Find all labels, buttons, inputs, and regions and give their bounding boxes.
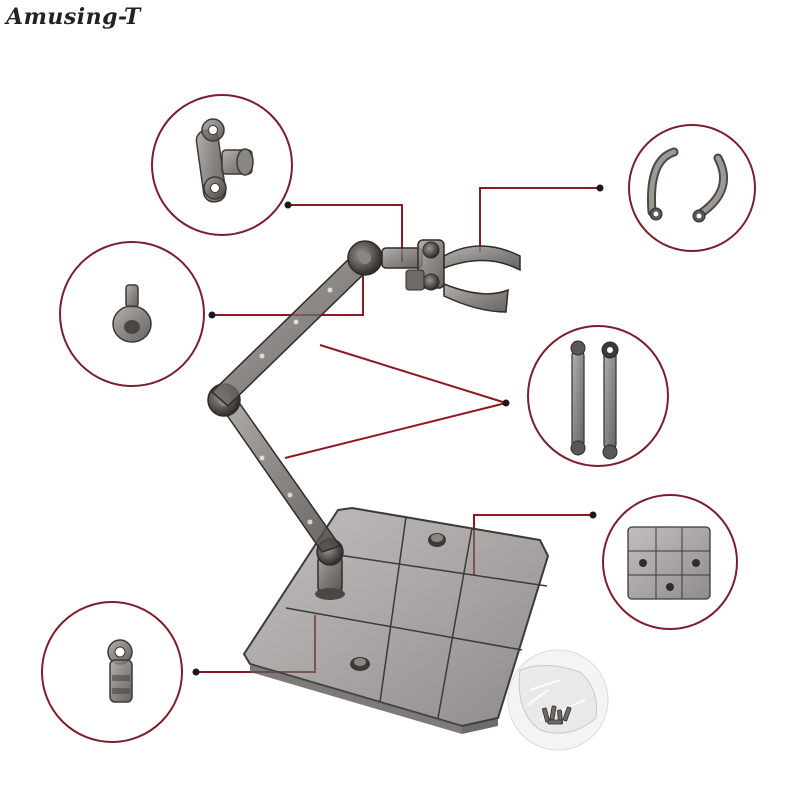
clamp-arms-part — [646, 147, 729, 223]
ball-peg-part — [112, 284, 152, 343]
brand-watermark: Amusing-T — [6, 4, 141, 30]
callout-dot — [208, 311, 216, 319]
callout-arm-rods — [527, 325, 669, 467]
arm-rods-part — [570, 340, 619, 460]
callout-dot — [589, 511, 597, 519]
top-ball-joint — [347, 240, 383, 276]
callout-line-ball-peg — [212, 262, 364, 316]
callout-dot — [284, 201, 292, 209]
callout-line-arm-lower — [284, 402, 507, 459]
callout-line-t-joint — [288, 204, 403, 262]
callout-t-joint-connector — [151, 94, 293, 236]
screws-bag — [507, 649, 609, 751]
stand-assembly — [207, 239, 550, 734]
callout-dot — [192, 668, 200, 676]
callout-line-clamp — [479, 187, 600, 252]
callout-curved-clamp-arms — [628, 124, 756, 252]
base-joint-part — [107, 639, 133, 703]
callout-ball-peg-connector — [59, 241, 205, 387]
callout-dot — [596, 184, 604, 192]
t-joint-part — [195, 118, 254, 203]
lower-arm — [213, 393, 342, 553]
callout-dot — [502, 399, 510, 407]
base-plate-mini-part — [627, 526, 711, 600]
callout-line-arm-upper — [319, 344, 507, 404]
base-plate — [242, 506, 550, 734]
clamp-head — [381, 239, 521, 313]
upper-arm — [210, 250, 374, 408]
callout-base-plate-grid — [602, 494, 738, 630]
callout-base-ball-joint — [41, 601, 183, 743]
screws — [542, 705, 572, 725]
